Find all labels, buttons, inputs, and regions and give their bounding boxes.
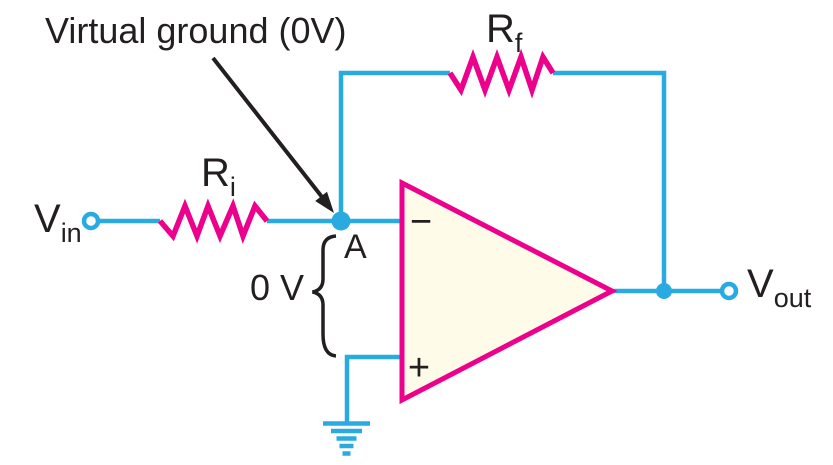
vout-label-sub: out — [773, 283, 812, 313]
vout-terminal — [719, 281, 739, 301]
vin-terminal — [81, 211, 101, 231]
vout-label: Vout — [747, 262, 811, 312]
virtual-ground-node-dot — [331, 211, 351, 231]
annotation-arrowhead-icon — [315, 191, 334, 213]
virtual-ground-label: Virtual ground (0V) — [45, 10, 347, 51]
noninverting-input-label: + — [408, 347, 430, 389]
rf-label-sub: f — [514, 28, 523, 58]
rf-label-main: R — [486, 7, 515, 51]
ri-label-main: R — [201, 151, 230, 195]
noninverting-wire — [344, 354, 404, 423]
feedback-wire — [338, 70, 667, 291]
inverting-input-label: − — [410, 201, 432, 243]
annotation-arrow-line — [211, 56, 324, 199]
ground-icon — [323, 421, 370, 456]
vin-label-main: V — [34, 197, 61, 241]
ri-label-sub: i — [229, 172, 236, 202]
zero-volt-label: 0 V — [250, 267, 305, 308]
zero-volt-brace-icon — [312, 234, 337, 358]
opamp-triangle — [399, 178, 618, 405]
node-a-label: A — [344, 228, 367, 266]
feedback-resistor — [447, 48, 556, 99]
output-node-dot — [656, 283, 672, 299]
input-resistor — [157, 198, 270, 244]
vin-label: Vin — [34, 197, 82, 247]
vin-label-sub: in — [60, 218, 82, 248]
vout-label-main: V — [747, 262, 774, 306]
ri-label: Ri — [201, 151, 236, 201]
rf-label: Rf — [486, 7, 522, 57]
